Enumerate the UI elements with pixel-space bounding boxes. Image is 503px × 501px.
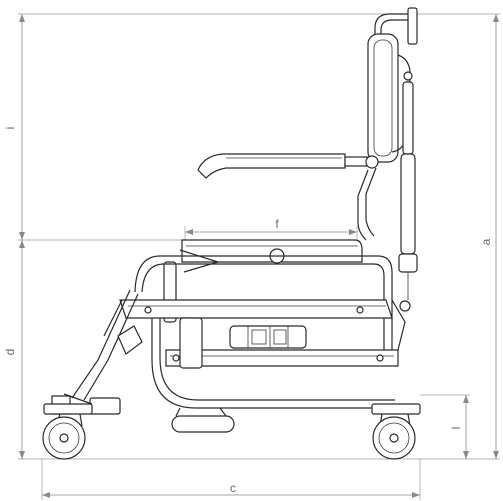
armrest bbox=[197, 153, 379, 241]
label-overall-length: c bbox=[230, 481, 236, 495]
front-caster bbox=[42, 403, 93, 460]
support-rails bbox=[119, 299, 406, 367]
label-backrest-height: i bbox=[3, 127, 17, 130]
chair bbox=[42, 7, 421, 460]
dimension-labels: i d a l f c bbox=[3, 127, 493, 495]
motor-unit bbox=[179, 317, 307, 369]
label-seat-height: d bbox=[3, 349, 17, 356]
label-seat-depth: f bbox=[275, 217, 279, 231]
rear-caster bbox=[371, 403, 421, 460]
side-frame bbox=[134, 255, 395, 409]
backrest-strut bbox=[398, 71, 418, 312]
label-ground-clearance: l bbox=[449, 427, 463, 430]
footplate bbox=[171, 407, 235, 433]
push-handle bbox=[374, 7, 418, 45]
label-overall-height: a bbox=[479, 238, 493, 245]
dimension-lines bbox=[18, 13, 500, 500]
